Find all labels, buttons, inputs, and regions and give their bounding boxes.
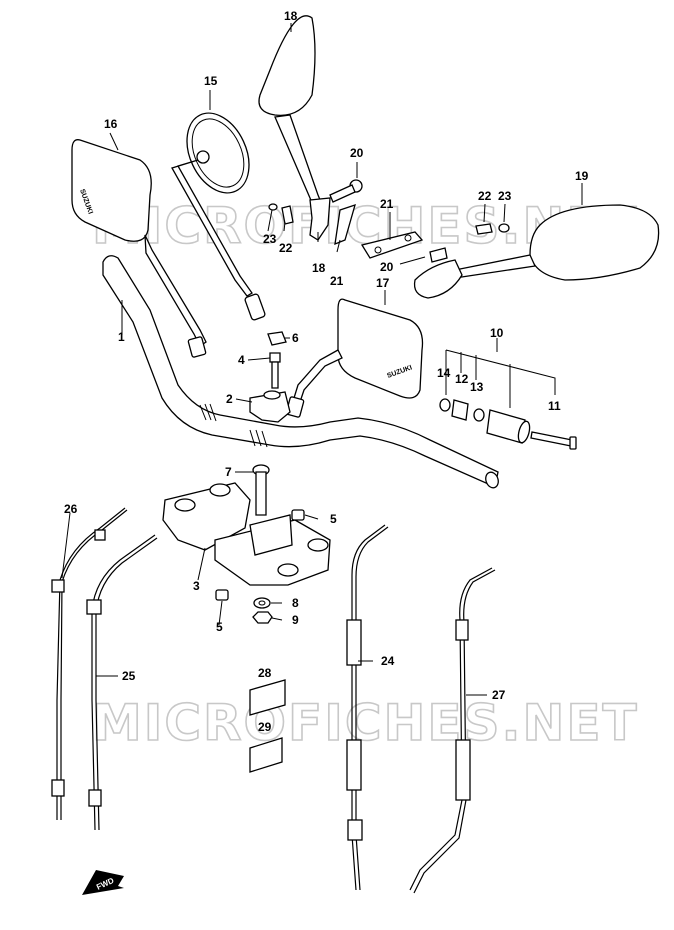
callout-10: 10: [490, 326, 504, 340]
part-26-cable[interactable]: [51, 507, 128, 820]
callout-17: 17: [376, 276, 390, 290]
part-1-handlebar[interactable]: [102, 255, 500, 490]
part-21-right-bracket[interactable]: [360, 231, 424, 259]
fwd-direction-arrow: FWD: [82, 870, 124, 895]
callout-9: 9: [292, 613, 299, 627]
part-5-cushion-upper[interactable]: [291, 509, 305, 521]
part-25-cable[interactable]: [86, 534, 158, 831]
part-28-label-sticker[interactable]: [249, 679, 286, 716]
callout-11: 11: [548, 399, 561, 413]
callout-21-left: 21: [330, 274, 344, 288]
watermark-bottom: MICROFICHES.NET: [92, 694, 639, 752]
callout-16: 16: [104, 117, 118, 131]
part-21-bracket[interactable]: [334, 203, 356, 246]
callout-22-right: 22: [478, 189, 492, 203]
part-27-cable[interactable]: [409, 567, 496, 894]
callout-4: 4: [238, 353, 245, 367]
part-3-holder-lower[interactable]: [162, 482, 331, 586]
callout-5-lower: 5: [216, 620, 223, 634]
part-10-balancer[interactable]: [486, 409, 532, 444]
callout-22-left: 22: [279, 241, 293, 255]
callout-23-left: 23: [263, 232, 277, 246]
part-7-bolt[interactable]: [252, 464, 270, 516]
callout-8: 8: [292, 596, 299, 610]
callout-3: 3: [193, 579, 200, 593]
callout-18: 18: [312, 261, 326, 275]
part-29-label-sticker[interactable]: [249, 737, 283, 773]
part-9-nut[interactable]: [252, 611, 273, 624]
callout-6: 6: [292, 331, 299, 345]
part-17-right-mirror[interactable]: SUZUKI: [285, 298, 424, 418]
callout-20-top: 20: [350, 146, 364, 160]
part-6-cap[interactable]: [267, 331, 287, 346]
part-8-washer[interactable]: [253, 597, 271, 609]
part-2-holder-upper[interactable]: [249, 390, 291, 423]
leader-lines: [61, 23, 583, 696]
callout-20-right: 20: [380, 260, 394, 274]
callout-21-right: 21: [380, 197, 394, 211]
callout-29: 29: [258, 720, 272, 734]
callout-5-upper: 5: [330, 512, 337, 526]
part-11-screw[interactable]: [530, 431, 577, 450]
callout-1: 1: [118, 330, 125, 344]
part-4-bolt[interactable]: [269, 352, 281, 389]
callout-23-right: 23: [498, 189, 512, 203]
callout-13: 13: [470, 380, 484, 394]
callout-24: 24: [381, 654, 395, 668]
part-18-top-mirror[interactable]: [258, 15, 331, 241]
part-14-ring[interactable]: [439, 398, 451, 412]
callout-7: 7: [225, 465, 232, 479]
part-20-right-clamp[interactable]: [413, 247, 463, 299]
part-24-cable[interactable]: [346, 524, 389, 891]
callout-14: 14: [437, 366, 451, 380]
callout-19: 19: [575, 169, 589, 183]
part-5-cushion-lower[interactable]: [215, 589, 229, 601]
callouts: 16 15 18 18 20 21 21 20 23 22 22 23 19 1…: [64, 9, 589, 734]
callout-12: 12: [455, 372, 469, 386]
part-23-cap-right[interactable]: [498, 223, 510, 233]
callout-25: 25: [122, 669, 136, 683]
part-12-collar[interactable]: [451, 399, 469, 421]
part-13-washer[interactable]: [473, 408, 485, 422]
callout-2: 2: [226, 392, 233, 406]
callout-15: 15: [204, 74, 218, 88]
part-22-screw-left[interactable]: [281, 205, 294, 225]
part-20-mirror-bolt[interactable]: [329, 179, 363, 203]
part-15-round-mirror[interactable]: [171, 103, 266, 321]
part-19-right-mirror[interactable]: [454, 204, 660, 281]
part-16-left-mirror[interactable]: SUZUKI: [71, 139, 207, 358]
callout-28: 28: [258, 666, 272, 680]
callout-26: 26: [64, 502, 78, 516]
callout-18-top: 18: [284, 9, 298, 23]
callout-27: 27: [492, 688, 506, 702]
part-23-cap-left[interactable]: [268, 203, 278, 211]
part-22-screw-right[interactable]: [475, 223, 493, 235]
